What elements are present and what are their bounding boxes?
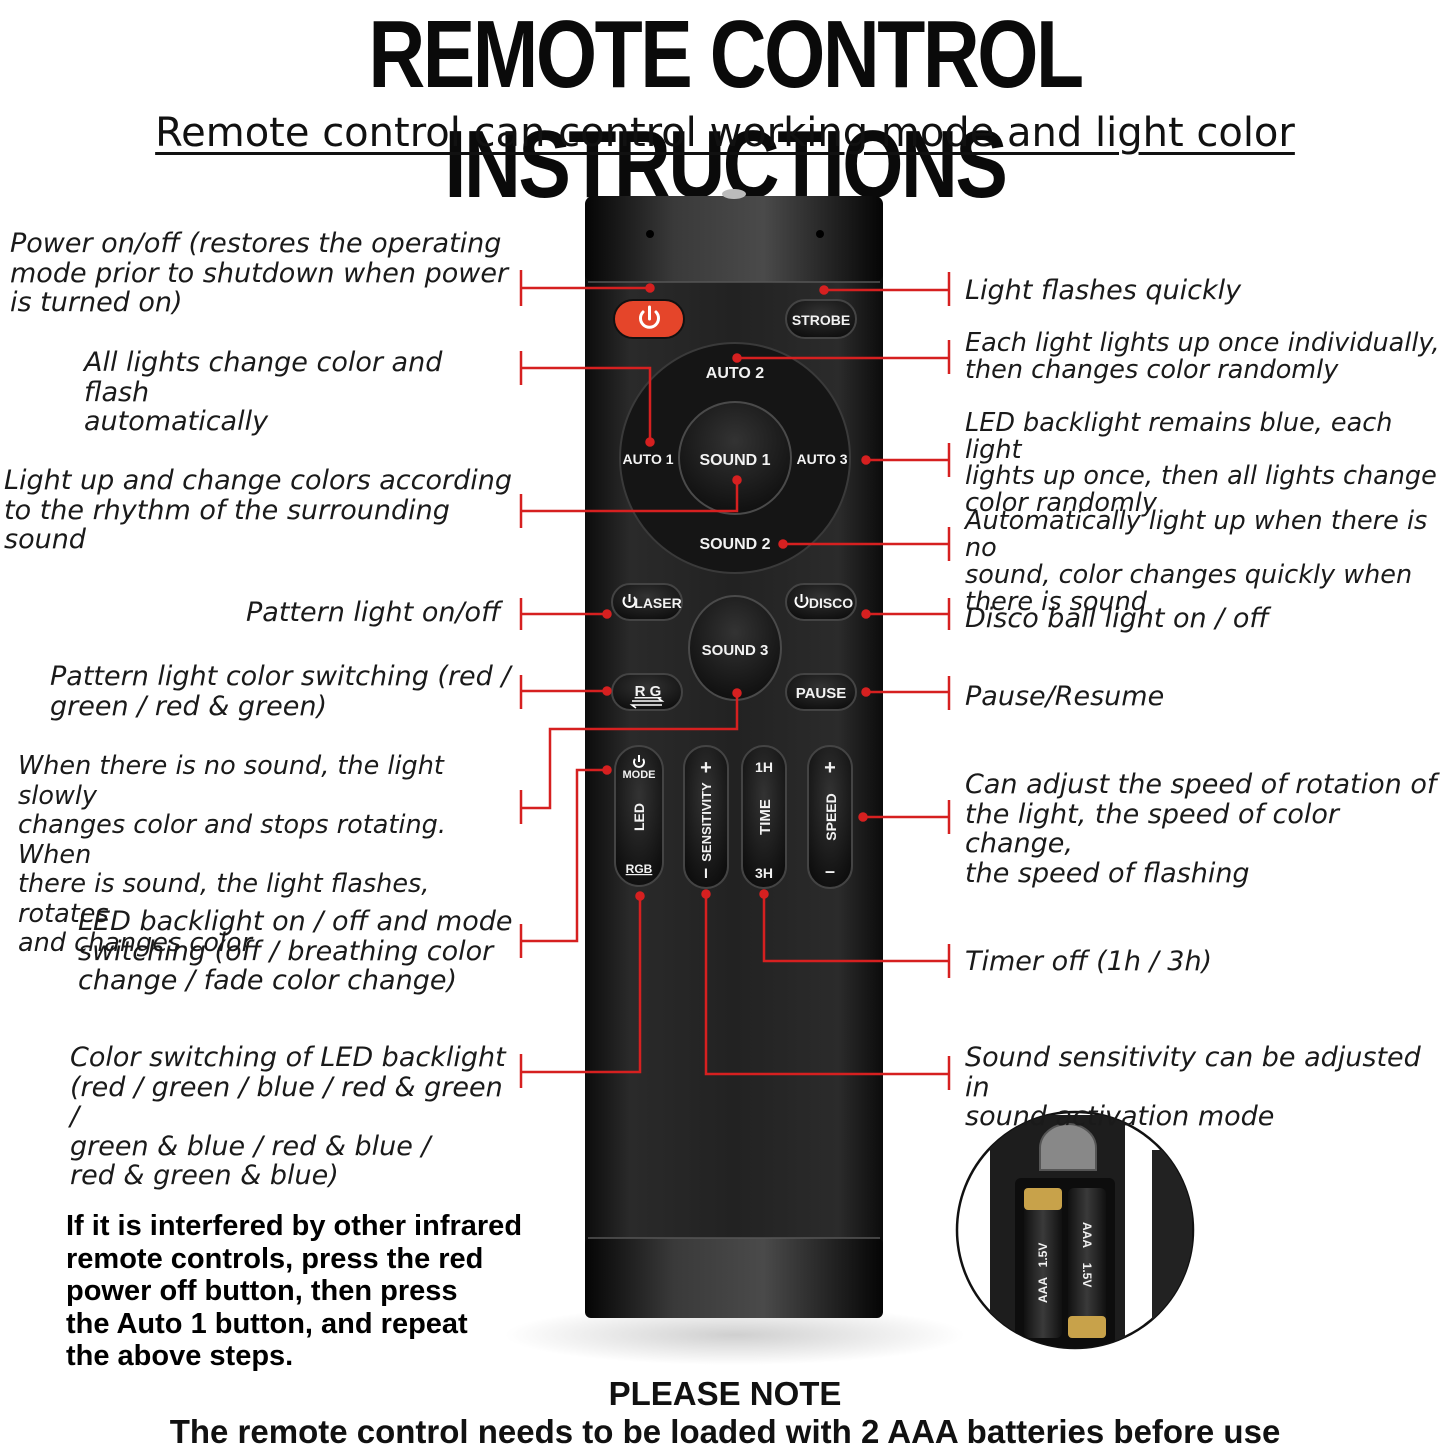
note-auto3: LED backlight remains blue, each light l…: [965, 408, 1437, 518]
leader-pause: [866, 676, 951, 710]
leader-strobe: [824, 272, 951, 306]
led-rocker[interactable]: MODE LED RGB: [614, 745, 664, 887]
laser-button[interactable]: LASER: [611, 583, 683, 621]
speed-rocker[interactable]: + SPEED –: [807, 745, 853, 889]
leader-sensitivity: [704, 894, 951, 1090]
leader-disco: [866, 598, 951, 630]
rgb-label: RGB: [626, 862, 653, 876]
leader-auto2: [737, 340, 951, 374]
battery-left: 1.5V AAA: [1024, 1188, 1062, 1338]
sensitivity-rocker[interactable]: + SENSITIVITY I: [683, 745, 729, 889]
note-sound2: Automatically light up when there is no …: [965, 506, 1428, 617]
leader-power: [519, 270, 650, 306]
strobe-label: STROBE: [792, 312, 850, 328]
note-laser: Pattern light on/off: [246, 597, 501, 628]
auto1-button[interactable]: AUTO 1: [622, 451, 673, 467]
leader-sound3: [519, 693, 739, 824]
time-label: TIME: [757, 799, 774, 835]
leader-speed: [863, 800, 951, 834]
time-1h: 1H: [755, 759, 773, 775]
please-note-heading: PLEASE NOTE: [608, 1375, 842, 1412]
sensitivity-minus: I: [704, 865, 708, 881]
rg-label: R G: [635, 683, 662, 700]
mode-label: MODE: [623, 769, 656, 781]
laser-label: LASER: [634, 595, 681, 611]
disco-label: DISCO: [809, 595, 853, 611]
sound1-label: SOUND 1: [699, 452, 770, 469]
auto3-button[interactable]: AUTO 3: [796, 451, 847, 467]
battery-right-type: AAA: [1080, 1222, 1094, 1248]
leader-rgb: [519, 896, 642, 1088]
remote-shadow: [505, 1305, 965, 1365]
circular-pad: AUTO 2 AUTO 1 AUTO 3 SOUND 2 SOUND 1: [619, 342, 851, 574]
sound1-button[interactable]: SOUND 1: [678, 401, 792, 515]
led-label: LED: [631, 803, 647, 831]
sound3-label: SOUND 3: [702, 642, 769, 659]
interference-warning: If it is interfered by other infrared re…: [66, 1210, 523, 1372]
laser-power-icon: [622, 594, 637, 608]
note-led-mode: LED backlight on / off and mode switchin…: [78, 906, 513, 996]
leader-lines: [519, 270, 951, 1090]
note-sound1: Light up and change colors according to …: [4, 465, 513, 555]
battery-compartment-inset: 1.5V AAA AAA 1.5V: [955, 1110, 1195, 1350]
led-power-icon: [633, 755, 645, 768]
leader-sound2: [783, 527, 951, 561]
note-pause: Pause/Resume: [965, 681, 1165, 712]
page-title: REMOTE CONTROL INSTRUCTIONS: [368, 1, 1084, 218]
strobe-button[interactable]: STROBE: [785, 299, 857, 339]
note-time: Timer off (1h / 3h): [965, 946, 1213, 977]
leader-time: [762, 894, 951, 978]
battery-requirement-note: The remote control needs to be loaded wi…: [169, 1413, 1281, 1450]
note-auto1: All lights change color and flash automa…: [84, 347, 443, 437]
leader-rg: [519, 675, 607, 709]
time-3h: 3H: [755, 865, 773, 881]
note-sound3: When there is no sound, the light slowly…: [18, 751, 446, 958]
auto2-button[interactable]: AUTO 2: [706, 365, 764, 382]
speed-label: SPEED: [823, 793, 839, 840]
battery-left-type: AAA: [1036, 1277, 1050, 1303]
pause-button[interactable]: PAUSE: [785, 673, 857, 711]
disco-power-icon: [794, 594, 809, 608]
sensitivity-plus: +: [700, 757, 712, 779]
note-speed: Can adjust the speed of rotation of the …: [965, 769, 1437, 889]
note-disco: Disco ball light on / off: [965, 603, 1269, 634]
power-icon: [639, 305, 660, 329]
note-strobe: Light flashes quickly: [965, 275, 1242, 306]
power-button[interactable]: [613, 299, 685, 339]
note-sensitivity: Sound sensitivity can be adjusted in sou…: [965, 1042, 1421, 1132]
time-rocker[interactable]: 1H TIME 3H: [741, 745, 787, 889]
sound2-button[interactable]: SOUND 2: [699, 536, 770, 553]
note-rg: Pattern light color switching (red / gre…: [50, 661, 511, 722]
disco-button[interactable]: DISCO: [785, 583, 857, 621]
rg-button[interactable]: R G: [611, 673, 683, 711]
note-rgb: Color switching of LED backlight (red / …: [70, 1042, 506, 1191]
note-auto2: Each light lights up once individually, …: [965, 328, 1440, 385]
page-subtitle: Remote control can control working mode …: [155, 110, 1295, 156]
leader-laser: [519, 598, 607, 630]
speed-plus: +: [824, 757, 836, 779]
swap-arrows-icon: [629, 697, 665, 709]
speed-minus: –: [825, 861, 835, 881]
battery-right-voltage: 1.5V: [1080, 1263, 1094, 1288]
battery-left-voltage: 1.5V: [1036, 1243, 1050, 1268]
sensitivity-label: SENSITIVITY: [699, 782, 714, 862]
leader-auto3: [866, 443, 951, 477]
sound3-button[interactable]: SOUND 3: [688, 595, 782, 701]
pause-label: PAUSE: [796, 685, 847, 702]
leader-sound1: [519, 480, 739, 528]
battery-right: AAA 1.5V: [1068, 1188, 1106, 1338]
leader-auto1: [519, 351, 652, 442]
leader-led-mode: [519, 768, 607, 958]
note-power: Power on/off (restores the operating mod…: [10, 228, 509, 318]
